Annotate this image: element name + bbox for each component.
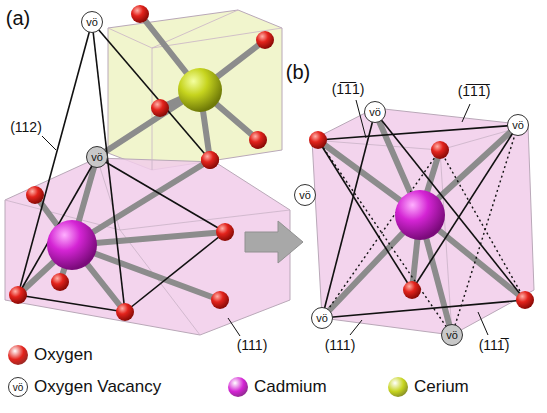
hidden-plane-line	[452, 125, 518, 335]
vacancy-swatch: vö	[8, 377, 28, 397]
plane-line	[97, 157, 225, 232]
oxygen-atom	[9, 286, 27, 304]
panel-label: (a)	[6, 7, 30, 29]
legend-text: Oxygen Vacancy	[34, 377, 161, 397]
oxygen-vacancy: vö	[311, 307, 333, 329]
oxygen-vacancy: vö	[507, 114, 529, 136]
plane-index: (1̅1̅1)	[332, 82, 365, 97]
transition-arrow	[245, 221, 303, 263]
leader-line	[478, 312, 488, 335]
vacancy-symbol: vö	[86, 17, 98, 28]
plane-line	[18, 295, 125, 312]
hidden-plane-line	[318, 140, 452, 335]
oxygen-atom	[151, 99, 169, 117]
oxygen-atom	[26, 186, 44, 204]
hidden-plane-line	[440, 150, 525, 300]
plane-index: (112)	[10, 120, 42, 135]
oxygen-atom	[431, 141, 449, 159]
oxygen-vacancy: vö	[81, 11, 103, 33]
plane-line	[322, 112, 375, 318]
legend-swatch	[8, 345, 28, 365]
plane-index: (111̅)	[479, 338, 510, 353]
plane-index: (111)	[325, 338, 356, 353]
cube-edge	[108, 28, 152, 48]
oxygen-atom	[216, 223, 234, 241]
oxygen-atom	[51, 273, 69, 291]
oxygen-atom	[249, 131, 267, 149]
cube-edge	[120, 230, 200, 335]
oxygen-vacancy: vö	[86, 146, 108, 168]
leader-line	[42, 136, 56, 150]
oxygen-atom	[201, 151, 219, 169]
oxygen-atom	[131, 5, 149, 23]
vacancy-symbol: vö	[13, 382, 24, 393]
oxygen-atom	[516, 291, 534, 309]
leader-line	[228, 318, 240, 336]
cerium-atom	[178, 68, 222, 112]
vacancy-symbol: vö	[299, 190, 311, 201]
legend-text: Cerium	[414, 377, 469, 397]
oxygen-atom	[403, 281, 421, 299]
panel-label: (b)	[286, 61, 310, 83]
oxygen-vacancy: vö	[441, 324, 463, 346]
legend-swatch	[388, 377, 408, 397]
coordination-cube	[108, 10, 282, 170]
legend-entry: Oxygen	[8, 345, 93, 365]
vacancy-symbol: vö	[446, 330, 458, 341]
legend-entry: Cerium	[388, 377, 469, 397]
cadmium-atom	[395, 190, 445, 240]
cadmium-atom	[47, 220, 97, 270]
oxygen-atom	[211, 291, 229, 309]
plane-line	[375, 112, 525, 300]
oxygen-vacancy: vö	[364, 101, 386, 123]
vacancy-symbol: vö	[316, 313, 328, 324]
vacancy-symbol: vö	[369, 107, 381, 118]
leader-line	[462, 104, 470, 122]
oxygen-atom	[256, 31, 274, 49]
vacancy-symbol: vö	[512, 120, 524, 131]
legend-text: Cadmium	[254, 377, 327, 397]
cube-edge	[152, 28, 282, 48]
oxygen-atom	[201, 151, 219, 169]
vacancy-symbol: vö	[91, 152, 103, 163]
coordination-cube	[312, 108, 534, 335]
legend-entry: vö Oxygen Vacancy	[8, 377, 161, 397]
plane-line	[322, 300, 525, 318]
leader-line	[350, 320, 362, 335]
plane-index: (1̅1̅1̅)	[458, 84, 491, 99]
plane-line	[318, 125, 518, 140]
plane-line	[18, 157, 97, 295]
plane-line	[125, 232, 225, 312]
oxygen-vacancy: vö	[294, 184, 316, 206]
oxygen-atom	[309, 131, 327, 149]
oxygen-atom	[116, 303, 134, 321]
legend-text: Oxygen	[34, 345, 93, 365]
legend-swatch	[228, 377, 248, 397]
legend-entry: Cadmium	[228, 377, 327, 397]
plane-index: (111)	[237, 338, 268, 353]
